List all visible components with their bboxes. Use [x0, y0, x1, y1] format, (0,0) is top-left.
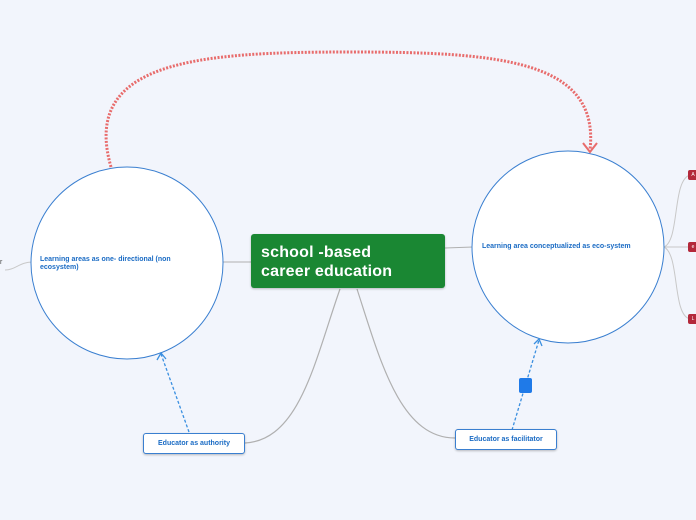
branch-line-right-tag-1: [663, 174, 691, 248]
central-topic-line2: career education: [261, 263, 393, 280]
branch-line-educator-authority: [244, 288, 341, 444]
central-topic-line1: school -based: [261, 244, 372, 261]
relation-arc-arrowhead: [582, 142, 598, 154]
left-circle-label: Learning areas as one- directional (non …: [40, 256, 171, 271]
right-tag-2[interactable]: e: [688, 242, 696, 252]
branch-line-right-circle: [444, 246, 474, 249]
right-circle-label: Learning area conceptualized as eco-syst…: [482, 243, 631, 250]
right-circle-node[interactable]: [471, 150, 665, 344]
educator-facilitator-node[interactable]: Educator as facilitator: [455, 429, 557, 450]
right-tag-1[interactable]: A: [688, 170, 696, 180]
right-tag-3[interactable]: L: [688, 314, 696, 324]
relation-arc[interactable]: [104, 50, 593, 168]
central-topic-node[interactable]: school -based career education: [251, 234, 445, 288]
dashed-link-facilitator-arrowhead: [533, 337, 543, 347]
dashed-link-authority-arrowhead: [156, 351, 167, 361]
link-control-handle[interactable]: [519, 378, 532, 393]
educator-authority-node[interactable]: Educator as authority: [143, 433, 245, 454]
left-stub-label[interactable]: r: [0, 259, 3, 266]
dashed-link-authority[interactable]: [160, 353, 190, 433]
left-circle-node[interactable]: [30, 166, 224, 360]
branch-line-educator-facilitator: [356, 288, 456, 439]
branch-line-right-tag-3: [663, 246, 691, 320]
branch-line-left-stub: [4, 261, 33, 271]
